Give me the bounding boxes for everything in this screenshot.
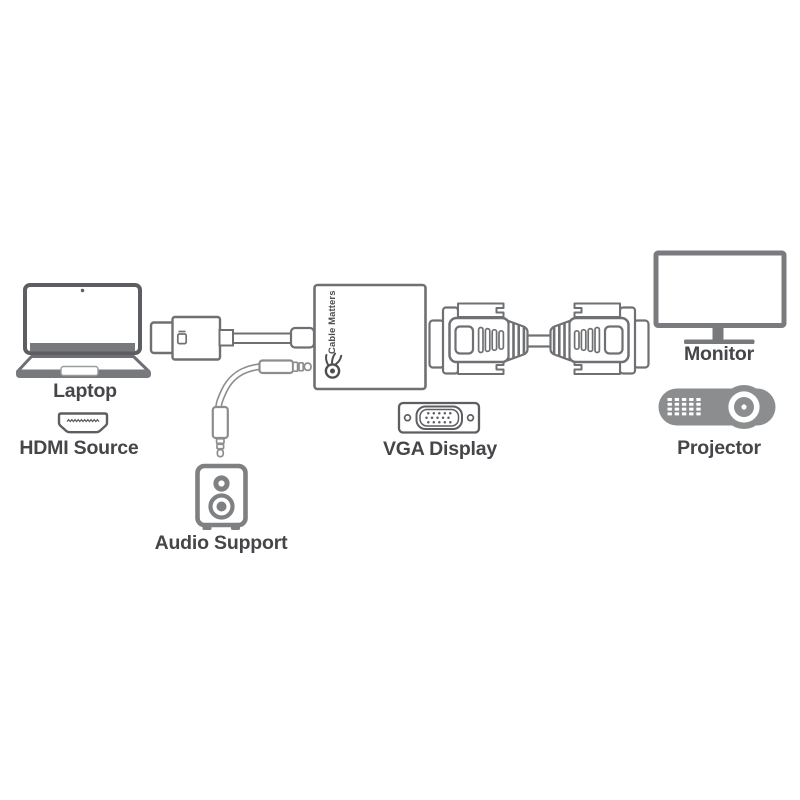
speaker-icon — [195, 463, 248, 530]
hdmi-plug-neck — [218, 329, 234, 347]
hdmi-pins-zigzag — [66, 418, 100, 423]
laptop-touchpad-notch — [60, 365, 99, 377]
hdmi-cable — [227, 332, 299, 344]
label-hdmi-source: HDMI Source — [19, 437, 139, 459]
label-projector: Projector — [677, 437, 761, 459]
hdmi-plug-mark — [176, 333, 188, 345]
webcam-dot-icon — [80, 288, 85, 293]
laptop-icon — [16, 283, 151, 378]
speaker-tweeter — [213, 475, 230, 492]
adapter-icon — [313, 283, 427, 391]
hdmi-plug-tip — [149, 321, 176, 355]
label-audio-support: Audio Support — [154, 532, 288, 554]
adapter-body — [313, 283, 427, 391]
cable-matters-text: Cable Matters — [327, 290, 338, 354]
audio-jack-bottom — [211, 405, 229, 440]
monitor-icon — [653, 250, 787, 344]
monitor-stand-base — [684, 339, 755, 344]
audio-jack-right — [258, 359, 295, 375]
laptop-screen — [23, 283, 142, 355]
vga-cable-icon — [428, 302, 650, 376]
hdmi-plug-icon — [149, 315, 316, 361]
hdmi-port-icon — [57, 412, 109, 434]
label-monitor: Monitor — [683, 343, 755, 365]
label-laptop: Laptop — [53, 380, 117, 402]
vga-connector — [428, 302, 529, 375]
monitor-stand-neck — [712, 327, 724, 341]
projector-vents — [667, 398, 701, 416]
monitor-screen — [653, 250, 787, 328]
audio-cable-icon — [211, 359, 312, 458]
label-vga-display: VGA Display — [382, 438, 498, 460]
cable-ferrule — [289, 326, 316, 349]
cable-matters-logo-icon — [324, 352, 343, 379]
projector-icon — [658, 385, 776, 429]
vga-port-icon — [397, 401, 481, 434]
vga-pin-dots — [425, 412, 452, 424]
laptop-screen-bezel — [30, 343, 135, 352]
